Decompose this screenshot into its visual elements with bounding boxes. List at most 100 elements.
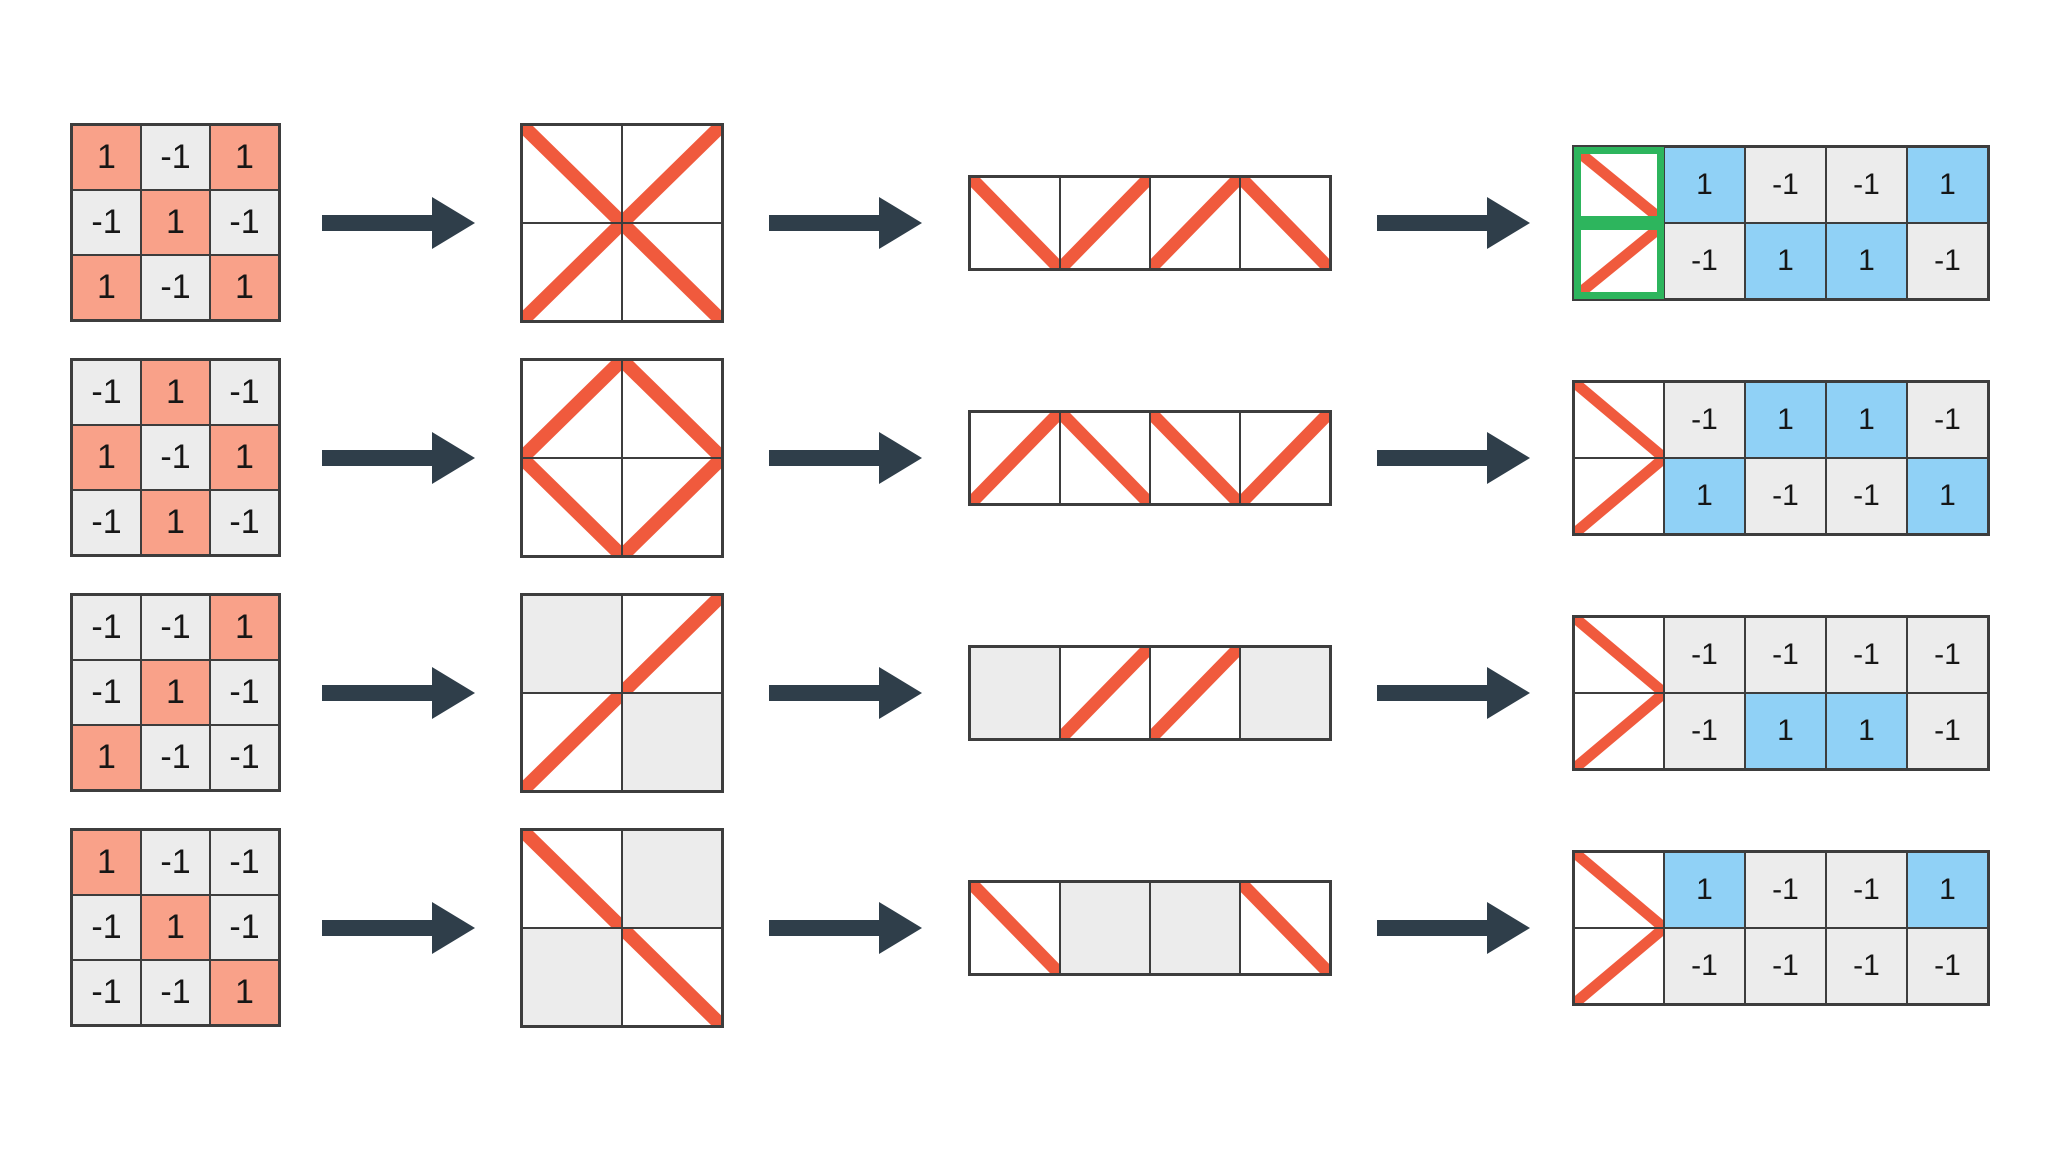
strip-cell [970, 411, 1060, 504]
matrix-cell: -1 [72, 960, 141, 1025]
diagonal-down-icon [523, 830, 621, 927]
arrow-right-icon [1377, 901, 1530, 954]
strip-cell [1150, 646, 1240, 739]
diagonal-up-icon [523, 360, 621, 457]
diagonal-up-icon [623, 125, 721, 222]
diagonal-down-icon [1241, 882, 1329, 973]
kernel-cell [522, 829, 622, 928]
result-label-cell [1574, 381, 1664, 458]
diagonal-up-icon [1151, 177, 1239, 268]
diagonal-up-icon [1151, 647, 1239, 738]
result-value-cell: -1 [1664, 222, 1745, 299]
result-value-cell: -1 [1745, 927, 1826, 1004]
diagonal-up-icon [1061, 647, 1149, 738]
matrix-cell: -1 [210, 830, 279, 895]
result-value-cell: -1 [1907, 381, 1988, 458]
kernel-grid [520, 827, 724, 1028]
result-value-cell: 1 [1745, 692, 1826, 769]
arrow-right-icon [769, 196, 922, 249]
strip-cell [970, 176, 1060, 269]
result-value-cell: -1 [1826, 851, 1907, 928]
diagonal-up-icon [623, 595, 721, 692]
result-value-cell: 1 [1664, 851, 1745, 928]
matrix-cell: -1 [141, 725, 210, 790]
diagonal-down-icon [523, 125, 621, 222]
diagonal-down-icon [1151, 412, 1239, 503]
diagonal-down-icon [971, 882, 1059, 973]
strip-cell [1240, 176, 1330, 269]
matrix-cell: 1 [72, 125, 141, 190]
result-value-cell: -1 [1907, 222, 1988, 299]
diagonal-up-icon [1575, 458, 1663, 533]
kernel-grid [520, 357, 724, 558]
matrix-cell: -1 [210, 895, 279, 960]
strip-cell [1240, 881, 1330, 974]
diagonal-up-icon [1241, 412, 1329, 503]
diagonal-up-icon [1575, 928, 1663, 1003]
diagonal-down-icon [971, 177, 1059, 268]
diagonal-up-icon [623, 458, 721, 555]
matrix-cell: 1 [210, 125, 279, 190]
arrow-right-icon [769, 666, 922, 719]
result-value-cell: 1 [1745, 381, 1826, 458]
matrix-cell: -1 [210, 660, 279, 725]
matrix-cell: 1 [72, 425, 141, 490]
diagonal-down-icon [1061, 412, 1149, 503]
result-value-cell: 1 [1664, 457, 1745, 534]
matrix-cell: -1 [210, 725, 279, 790]
strip-cell [970, 646, 1060, 739]
diagonal-down-icon [523, 458, 621, 555]
kernel-cell [522, 692, 622, 791]
diagonal-up-icon [523, 223, 621, 320]
result-value-cell: 1 [1907, 851, 1988, 928]
result-label-cell [1574, 927, 1664, 1004]
matrix-cell: 1 [210, 960, 279, 1025]
kernel-cell [622, 927, 722, 1026]
result-value-cell: -1 [1664, 692, 1745, 769]
diagonal-up-icon [1581, 229, 1657, 292]
strip-cell [1150, 411, 1240, 504]
result-value-cell: -1 [1664, 927, 1745, 1004]
result-label-cell [1574, 146, 1664, 223]
matrix-cell: -1 [72, 895, 141, 960]
result-value-cell: -1 [1826, 927, 1907, 1004]
strip-grid [968, 174, 1332, 271]
result-label-cell [1574, 222, 1664, 299]
matrix-cell: -1 [141, 960, 210, 1025]
matrix-cell: -1 [210, 360, 279, 425]
diagonal-up-icon [971, 412, 1059, 503]
result-value-cell: -1 [1907, 692, 1988, 769]
diagonal-up-icon [1061, 177, 1149, 268]
diagonal-down-icon [1575, 382, 1663, 457]
arrow-right-icon [322, 431, 475, 484]
result-value-cell: -1 [1826, 146, 1907, 223]
strip-cell [1240, 646, 1330, 739]
diagonal-down-icon [1575, 852, 1663, 927]
kernel-cell [622, 222, 722, 321]
strip-cell [1240, 411, 1330, 504]
matrix-cell: -1 [72, 660, 141, 725]
kernel-cell [622, 124, 722, 223]
result-value-cell: -1 [1664, 616, 1745, 693]
matrix-cell: 1 [141, 660, 210, 725]
diagonal-down-icon [623, 928, 721, 1025]
matrix-cell: -1 [72, 490, 141, 555]
diagonal-down-icon [623, 360, 721, 457]
kernel-cell [622, 359, 722, 458]
kernel-cell [622, 594, 722, 693]
strip-cell [1060, 411, 1150, 504]
matrix-cell: 1 [210, 595, 279, 660]
arrow-right-icon [1377, 431, 1530, 484]
arrow-right-icon [1377, 666, 1530, 719]
result-label-cell [1574, 692, 1664, 769]
result-value-cell: 1 [1907, 146, 1988, 223]
arrow-right-icon [1377, 196, 1530, 249]
strip-cell [970, 881, 1060, 974]
